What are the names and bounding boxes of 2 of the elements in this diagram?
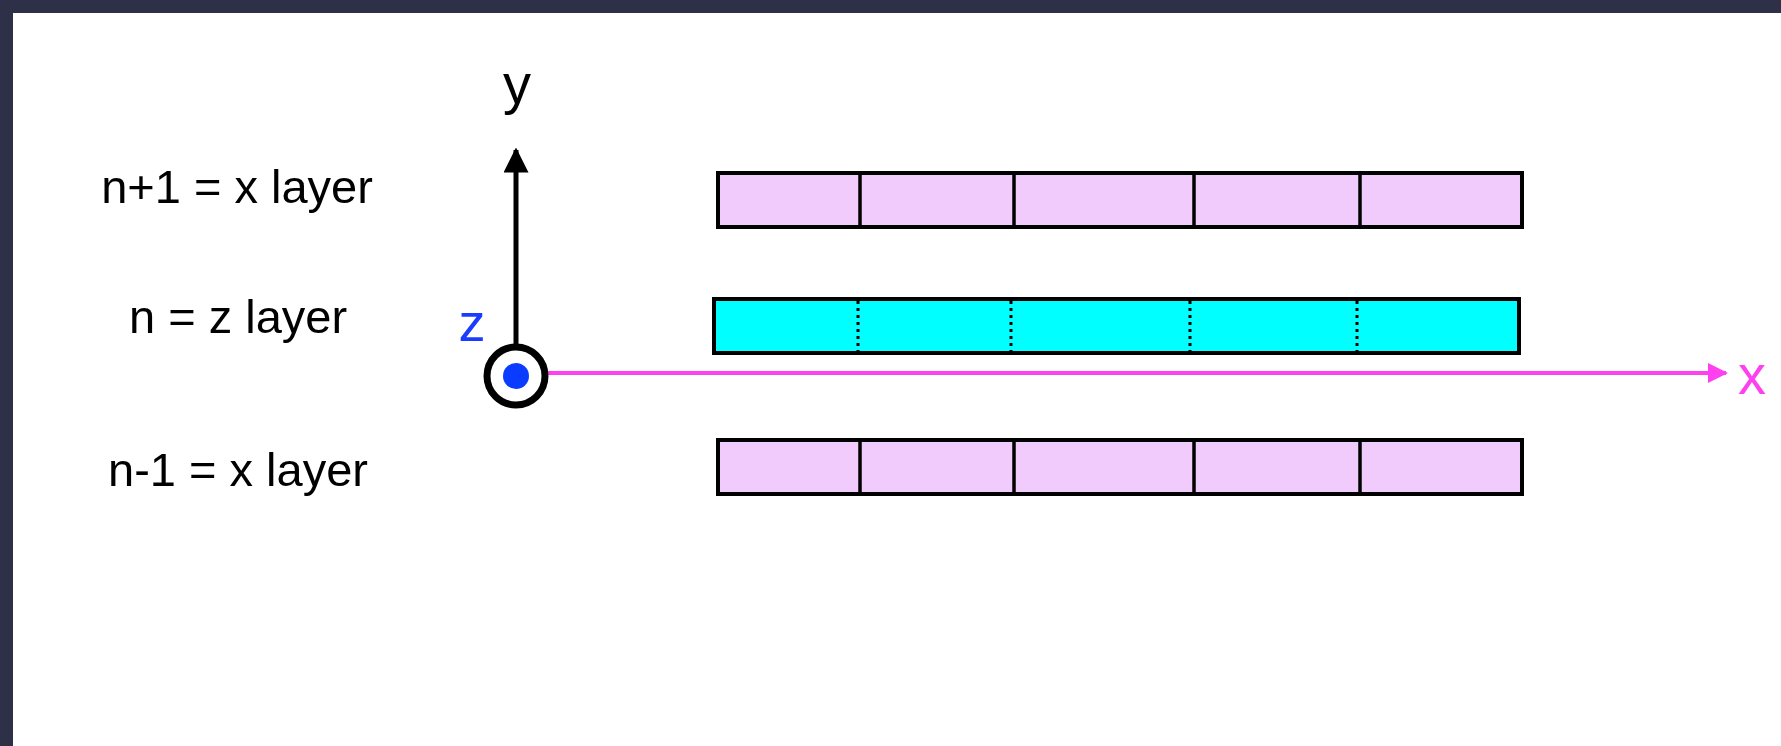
axis-label: z [458,295,486,349]
axis-label: x [1738,347,1766,403]
